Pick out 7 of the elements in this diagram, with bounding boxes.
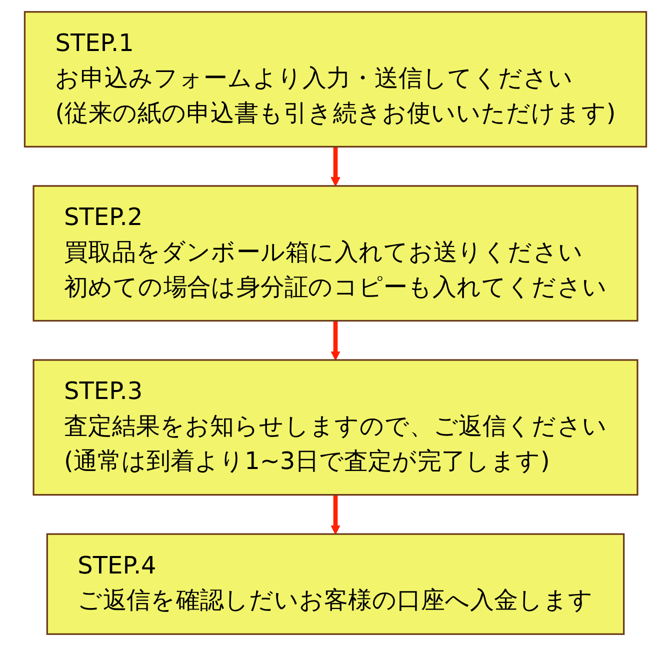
- arrow: [330, 320, 340, 360]
- arrow: [330, 494, 340, 534]
- node-box: STEP.1 お申込みフォームより入力・送信してください (従来の紙の申込書も引き続きお使いいただけます): [24, 11, 648, 148]
- node-box: STEP.4 ご返信を確認しだいお客様の口座へ入金します: [46, 533, 625, 635]
- arrow: [330, 146, 340, 186]
- node-box: STEP.2 買取品をダンボール箱に入れてお送りください 初めての場合は身分証のコピーも入れてください: [32, 185, 638, 322]
- node-box: STEP.3 査定結果をお知らせしますので、ご返信ください (通常は到着より1~3日で査定が完了します): [32, 359, 638, 496]
